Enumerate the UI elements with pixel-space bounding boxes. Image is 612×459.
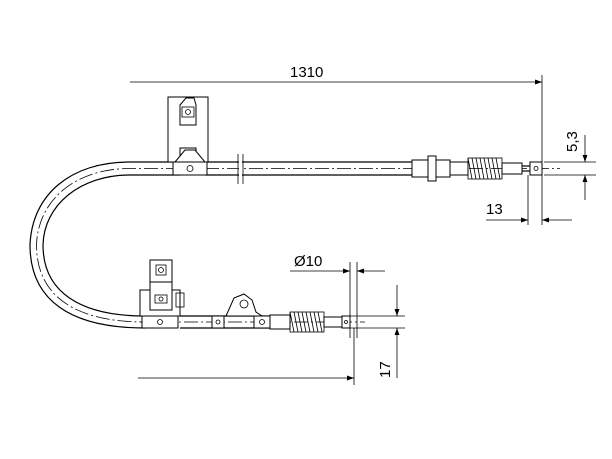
dimension-label-5-3: 5,3 bbox=[564, 131, 581, 152]
lower-cable-clip bbox=[211, 293, 271, 329]
dimension-label-1310: 1310 bbox=[290, 64, 323, 81]
dimension-label-diameter: Ø10 bbox=[294, 253, 322, 270]
lower-reference-arrow bbox=[138, 328, 355, 385]
dimension-1310: 1310 bbox=[130, 64, 543, 225]
cable-centerline bbox=[36, 168, 180, 323]
cable-inner-line bbox=[42, 174, 180, 317]
lower-mounting-bracket bbox=[139, 259, 185, 329]
cable-body bbox=[29, 154, 560, 329]
cable-outer-line bbox=[29, 161, 180, 329]
lower-end-fitting bbox=[269, 311, 351, 333]
dimension-diameter: Ø10 bbox=[290, 253, 385, 338]
dimension-13: 13 bbox=[486, 175, 572, 225]
break-mark bbox=[237, 154, 244, 184]
dimension-5-3: 5,3 bbox=[544, 131, 596, 200]
upper-mounting-bracket bbox=[167, 96, 209, 176]
dimension-label-17: 17 bbox=[377, 361, 394, 378]
upper-end-fitting bbox=[411, 155, 543, 182]
dimension-17: 17 bbox=[350, 285, 405, 378]
dimension-label-13: 13 bbox=[486, 201, 503, 218]
